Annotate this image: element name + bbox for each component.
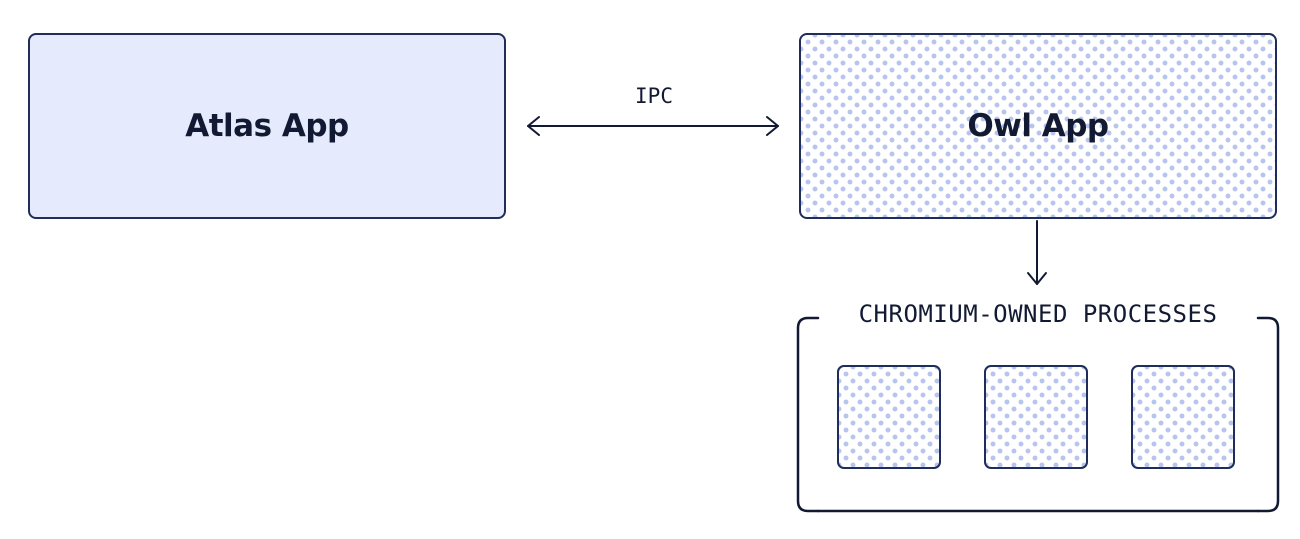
chromium-process-box xyxy=(984,365,1088,469)
chromium-process-box xyxy=(837,365,941,469)
owl-app-label: Owl App xyxy=(967,108,1109,144)
processes-bracket-frame xyxy=(796,316,1280,513)
down-arrow xyxy=(1027,220,1047,285)
atlas-app-box: Atlas App xyxy=(28,33,506,219)
chromium-processes-label: CHROMIUM-OWNED PROCESSES xyxy=(858,300,1218,328)
atlas-app-label: Atlas App xyxy=(185,108,349,144)
ipc-bidirectional-arrow xyxy=(527,116,779,136)
owl-app-box: Owl App xyxy=(799,33,1277,219)
ipc-label: IPC xyxy=(635,84,673,108)
chromium-process-box xyxy=(1131,365,1235,469)
